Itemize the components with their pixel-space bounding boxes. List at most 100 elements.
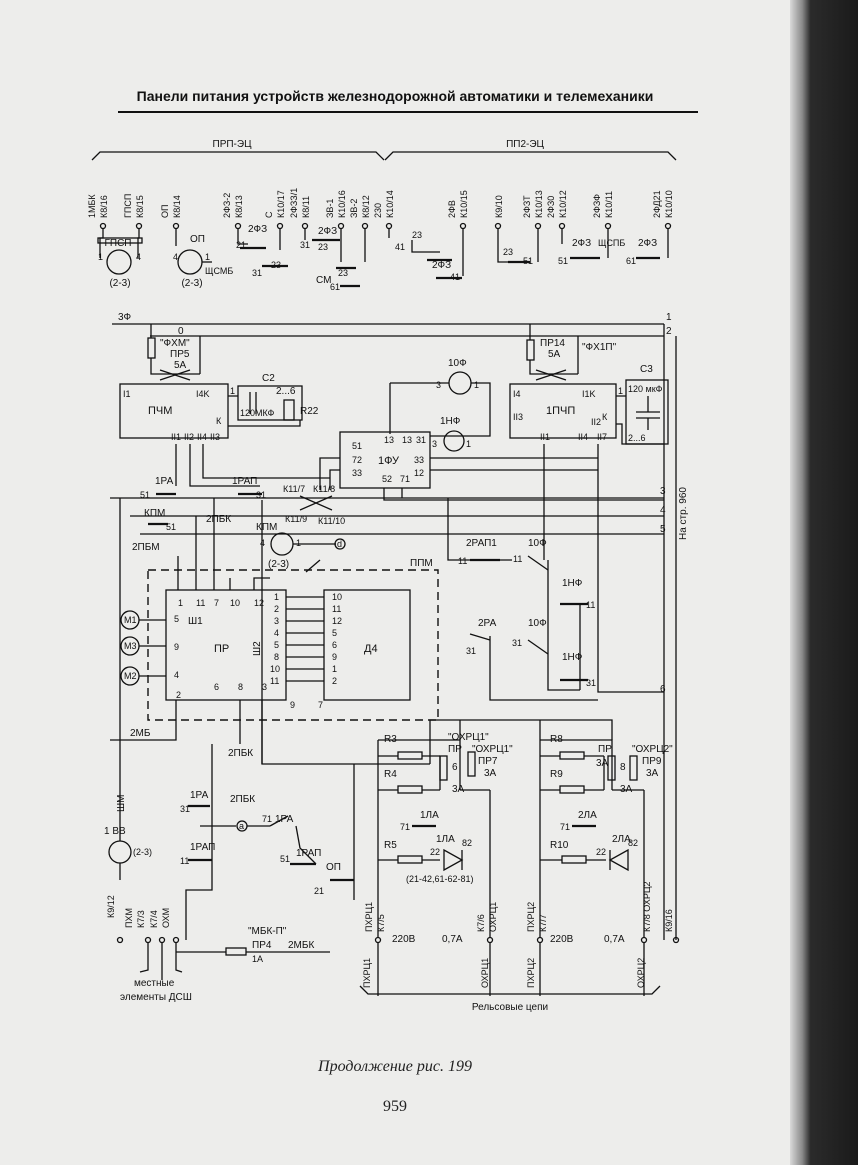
- svg-text:21: 21: [314, 886, 324, 896]
- bus-3f-label: 3Ф: [118, 312, 132, 323]
- svg-text:31: 31: [512, 638, 522, 648]
- svg-text:1НФ: 1НФ: [562, 652, 583, 663]
- relay-vv-label: 1 ВВ: [104, 826, 126, 837]
- group-brace-prp-ec: ПРП-ЭЦ: [91, 139, 385, 161]
- contact-kpm: КПМ: [144, 508, 165, 519]
- svg-text:ПР7: ПР7: [478, 756, 498, 767]
- ppm-2mb: 2МБ: [130, 728, 151, 739]
- header-rule: [118, 111, 698, 113]
- svg-text:2ФЗ: 2ФЗ: [572, 238, 591, 249]
- svg-text:К7/5: К7/5: [376, 914, 386, 932]
- svg-text:d: d: [337, 539, 342, 549]
- svg-text:R5: R5: [384, 840, 397, 851]
- svg-text:13: 13: [384, 435, 394, 445]
- label-k10-11: К10/11: [604, 191, 614, 218]
- contact-2rap1: 2РАП1: [466, 538, 497, 549]
- svg-text:ПХМ: ПХМ: [124, 908, 134, 928]
- ppm-sh1: Ш1: [188, 616, 203, 627]
- relay-sm: СМ: [316, 275, 331, 286]
- svg-text:0,7А: 0,7А: [604, 934, 625, 945]
- svg-text:"МБК-П": "МБК-П": [248, 926, 287, 937]
- svg-text:К7/7: К7/7: [538, 914, 548, 932]
- svg-text:М1: М1: [124, 615, 137, 625]
- svg-text:4: 4: [136, 252, 141, 262]
- svg-text:5: 5: [174, 614, 179, 624]
- fuse-pr14-value: 5А: [548, 349, 561, 360]
- label-gpsp: ГПСП: [123, 194, 133, 218]
- svg-text:К7/6: К7/6: [476, 914, 486, 932]
- rail-circuit-1: R3 R4 "ОХРЦ1" ПР 6 3А "ОХРЦ1" ПР7 3А 1ЛА…: [364, 732, 513, 945]
- svg-text:R4: R4: [384, 769, 397, 780]
- svg-text:1ЛА: 1ЛА: [436, 834, 455, 845]
- rail-circuit-2: R8 R9 ПР 3А 8 3А "ОХРЦ2" ПР9 3А 2ЛА 71 R…: [526, 734, 680, 945]
- label-2fd21: 2ФД21: [652, 190, 662, 218]
- contacts-ra-rap: 1РА 51 1РАП 31 К11/7 К11/8 К11/9 К11/10 …: [132, 444, 346, 573]
- svg-text:61: 61: [330, 282, 340, 292]
- svg-text:71: 71: [560, 822, 570, 832]
- contact-2ra: 2РА: [478, 618, 497, 629]
- svg-text:4: 4: [660, 505, 666, 516]
- svg-text:5: 5: [332, 628, 337, 638]
- svg-text:ПХРЦ2: ПХРЦ2: [526, 902, 536, 932]
- svg-text:3: 3: [436, 380, 441, 390]
- svg-text:51: 51: [352, 441, 362, 451]
- svg-text:82: 82: [462, 838, 472, 848]
- svg-text:7: 7: [214, 598, 219, 608]
- svg-text:М2: М2: [124, 671, 137, 681]
- svg-text:II2: II2: [184, 432, 194, 442]
- svg-text:31: 31: [466, 646, 476, 656]
- svg-text:11: 11: [513, 554, 522, 564]
- svg-text:12: 12: [414, 468, 424, 478]
- local-elements-1: местные: [134, 978, 175, 989]
- svg-text:II3: II3: [210, 432, 220, 442]
- svg-text:31: 31: [586, 678, 596, 688]
- svg-text:21: 21: [236, 240, 246, 250]
- resistor-r22: R22: [300, 406, 319, 417]
- svg-text:51: 51: [523, 256, 533, 266]
- svg-text:I1: I1: [123, 389, 131, 399]
- svg-text:11: 11: [270, 676, 279, 686]
- svg-text:К11/7: К11/7: [283, 484, 305, 494]
- svg-text:ПХРЦ2: ПХРЦ2: [526, 958, 536, 988]
- relay-10f: 10Ф 3 1: [389, 358, 491, 437]
- page-header: Панели питания устройств железнодорожной…: [136, 88, 654, 104]
- label-k10-14: К10/14: [385, 190, 395, 218]
- label-2fv: 2ФВ: [447, 200, 457, 218]
- unit-1fu-label: 1ФУ: [378, 455, 400, 467]
- top-terminal-labels-right: 2ФВ К10/15 К9/10 2ФЗТ К10/13 2ФЗ0 К10/12…: [447, 190, 674, 218]
- svg-text:К11/8: К11/8: [313, 484, 335, 494]
- svg-text:R9: R9: [550, 769, 563, 780]
- middle-wiring: [261, 500, 613, 764]
- local-elements-2: элементы ДСШ: [120, 992, 192, 1003]
- svg-text:13: 13: [402, 435, 412, 445]
- capacitor-c3-range: 2...6: [628, 433, 646, 443]
- book-spine-shadow: [790, 0, 858, 1165]
- capacitor-c2-value: 120МКФ: [240, 408, 274, 418]
- svg-text:2ФЗ: 2ФЗ: [248, 224, 267, 235]
- svg-text:1ЛА: 1ЛА: [420, 810, 439, 821]
- book-page: [0, 0, 790, 1165]
- label-k10-15: К10/15: [459, 190, 469, 218]
- label-k10-10: К10/10: [664, 190, 674, 218]
- svg-text:0,7А: 0,7А: [442, 934, 463, 945]
- relay-shchspb: ЩСПБ: [598, 238, 625, 248]
- group-label-pp2-ec: ПП2-ЭЦ: [506, 139, 544, 150]
- unit-1pchp: I4 I1K II3 1ПЧП II2 К II1 II4 II7 1: [509, 383, 623, 442]
- group-label-prp-ec: ПРП-ЭЦ: [213, 139, 253, 150]
- fuse-pr14-label: ПР14: [540, 338, 565, 349]
- svg-text:10: 10: [230, 598, 240, 608]
- capacitor-c3: С3 120 мкФ 2...6: [616, 364, 669, 445]
- svg-text:ПР: ПР: [448, 744, 462, 755]
- label-k10-17: К10/17: [276, 190, 286, 218]
- svg-text:1: 1: [178, 598, 183, 608]
- svg-text:R8: R8: [550, 734, 563, 745]
- svg-text:8: 8: [238, 682, 243, 692]
- svg-text:31: 31: [180, 804, 190, 814]
- relay-1nf-label: 1НФ: [440, 416, 461, 427]
- relay-2fz-contacts-left: 2ФЗ 21 31 23 2ФЗ 31 23 23 СМ 61: [236, 224, 390, 292]
- svg-text:11: 11: [180, 856, 189, 866]
- svg-text:8: 8: [274, 652, 279, 662]
- label-2fz3-1: 2ФЗЗ/1: [289, 188, 299, 218]
- unit-1pchp-label: 1ПЧП: [546, 405, 575, 417]
- relay-kpm-sub: (2-3): [268, 559, 289, 570]
